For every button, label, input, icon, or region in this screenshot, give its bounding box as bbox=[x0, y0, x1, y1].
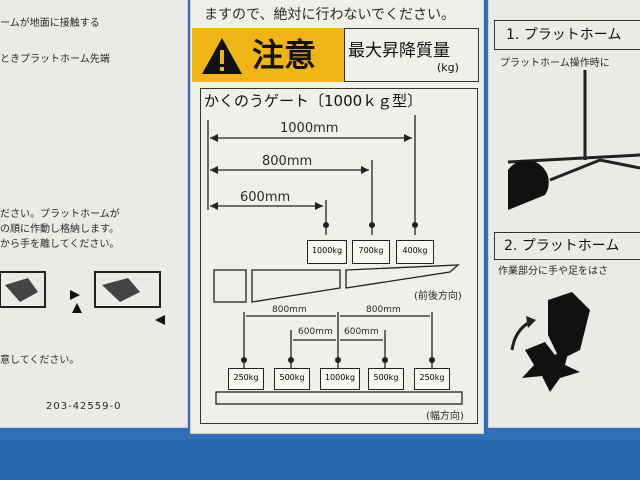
load-diagram-frame bbox=[200, 88, 478, 424]
warning-triangle-icon bbox=[202, 38, 242, 74]
left-text-1: ームが地面に接触する bbox=[0, 18, 100, 29]
left-text-4: の順に作動し格納します。 bbox=[0, 224, 119, 235]
step2-text: 作業部分に手や足をはさ bbox=[498, 266, 608, 277]
weight-500kg-left: 500kg bbox=[274, 368, 310, 390]
curved-arrow-icon bbox=[526, 316, 536, 328]
part-code: 203-42559-0 bbox=[46, 401, 122, 412]
width-direction-label: (幅方向) bbox=[426, 411, 464, 422]
warning-top-text: ますので、絶対に行わないでください。 bbox=[204, 7, 456, 23]
weight-250kg-right: 250kg bbox=[414, 368, 450, 390]
weight-1000kg-center: 1000kg bbox=[320, 368, 360, 390]
step1-heading: 1. プラットホーム bbox=[506, 27, 622, 43]
right-hinge-icon bbox=[102, 278, 140, 302]
weight-700kg: 700kg bbox=[352, 240, 390, 264]
dimension-600-left: 600mm bbox=[298, 327, 333, 337]
gate-model-title: かくのうゲート〔1000ｋｇ型〕 bbox=[204, 92, 423, 110]
unit-label: (kg) bbox=[437, 61, 459, 74]
step1-text: プラットホーム操作時に bbox=[500, 58, 610, 69]
dimension-800-right: 800mm bbox=[366, 305, 401, 315]
left-text-3: ださい。プラットホームが bbox=[0, 209, 120, 220]
dimension-800: 800mm bbox=[262, 154, 313, 169]
dimension-800-left: 800mm bbox=[272, 305, 307, 315]
pinch-burst-icon bbox=[522, 342, 580, 392]
hand-icon bbox=[548, 292, 590, 360]
dimension-600: 600mm bbox=[240, 190, 291, 205]
step1-box bbox=[494, 20, 640, 50]
arrow-left-icon bbox=[155, 315, 165, 325]
weight-400kg: 400kg bbox=[396, 240, 434, 264]
arrow-right-icon bbox=[70, 290, 80, 300]
left-hinge-icon bbox=[5, 278, 38, 302]
weight-250kg-left: 250kg bbox=[228, 368, 264, 390]
left-instruction-panel bbox=[0, 0, 188, 428]
dimension-1000: 1000mm bbox=[280, 121, 339, 136]
max-load-box bbox=[344, 28, 479, 82]
left-text-5: から手を離してください。 bbox=[0, 239, 120, 250]
weight-500kg-right: 500kg bbox=[368, 368, 404, 390]
left-hinge-diagram bbox=[0, 271, 165, 325]
wheel-icon bbox=[508, 160, 549, 210]
step2-box bbox=[494, 232, 640, 260]
front-back-direction-label: (前後方向) bbox=[414, 291, 462, 302]
weight-1000kg: 1000kg bbox=[307, 240, 347, 264]
arrow-up-icon bbox=[72, 303, 82, 313]
caution-heading: 注意 bbox=[252, 36, 317, 74]
max-load-title: 最大昇降質量 bbox=[348, 41, 450, 61]
left-text-6: 意してください。 bbox=[0, 355, 80, 366]
blue-background bbox=[0, 440, 640, 480]
dimension-600-right: 600mm bbox=[344, 327, 379, 337]
step2-heading: 2. プラットホーム bbox=[504, 238, 620, 254]
left-text-2: ときプラットホーム先端 bbox=[0, 54, 110, 65]
